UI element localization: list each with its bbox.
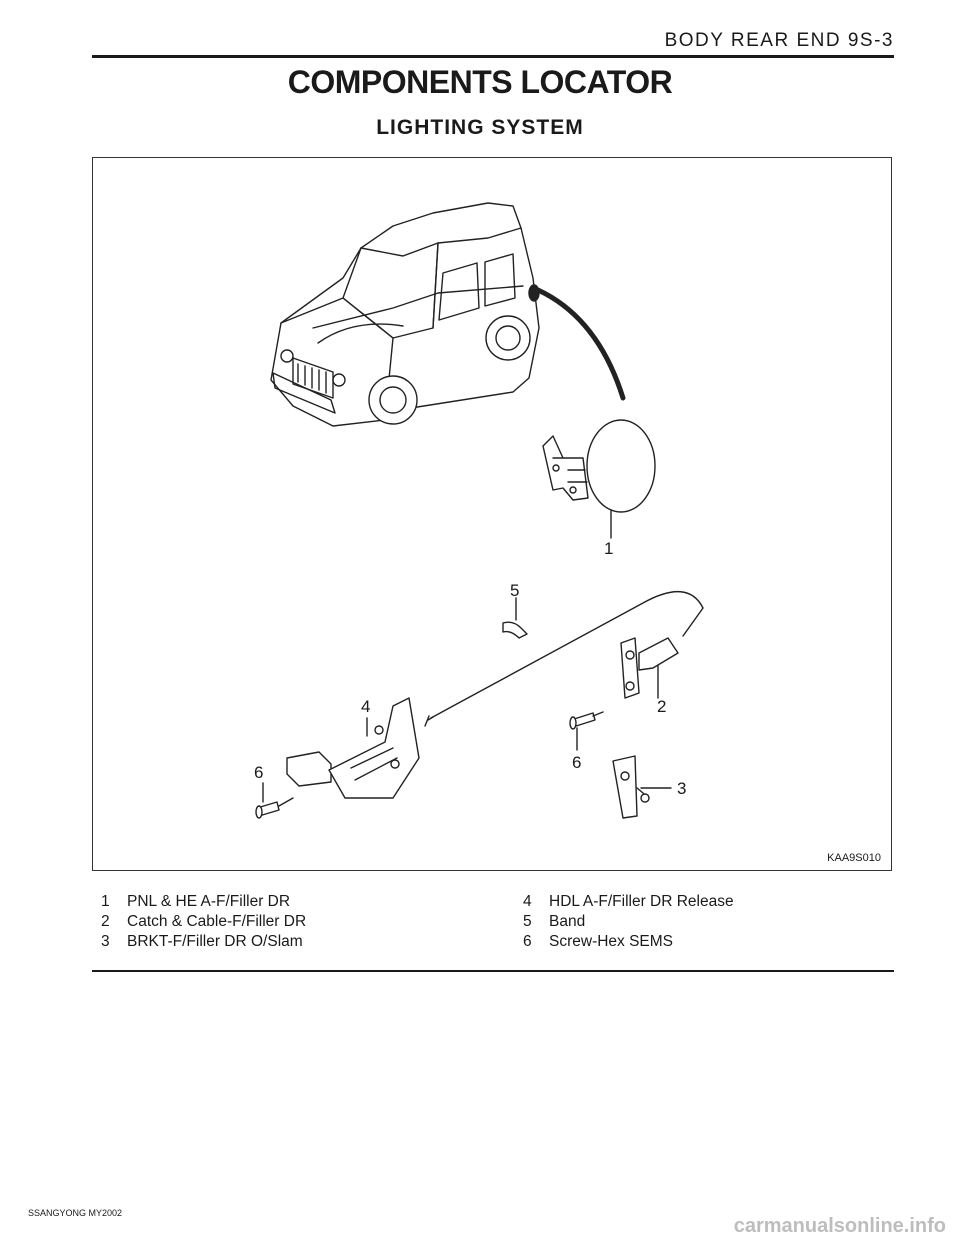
components-figure: 1 5 4 2 6 6 3 KAA9S010 [92,157,892,871]
screw-part-left [255,782,294,819]
bracket-part [612,755,672,819]
components-illustration: 1 5 4 2 6 6 3 [254,202,704,819]
callout-6-right: 6 [572,753,581,772]
catch-part [620,637,679,699]
callout-2: 2 [657,697,666,716]
bottom-divider [92,970,894,972]
callout-4: 4 [361,697,370,716]
fuel-door-part [542,419,656,539]
release-cable [430,590,704,719]
vehicle-illustration [270,202,540,427]
callout-5: 5 [510,581,519,600]
callout-3: 3 [677,779,686,798]
release-handle-part [286,697,420,799]
location-arrow [535,287,626,401]
callout-1: 1 [604,539,613,558]
page-subtitle: LIGHTING SYSTEM [376,116,584,139]
screw-part-right [569,711,604,751]
watermark: carmanualsonline.info [733,1215,946,1237]
band-part [502,597,528,639]
section-header: BODY REAR END 9S-3 [664,30,894,51]
figure-code: KAA9S010 [827,852,881,864]
top-divider [92,55,894,58]
footer-brand: SSANGYONG MY2002 [28,1208,123,1218]
callout-6-left: 6 [254,763,263,782]
page-title: COMPONENTS LOCATOR [287,64,673,100]
